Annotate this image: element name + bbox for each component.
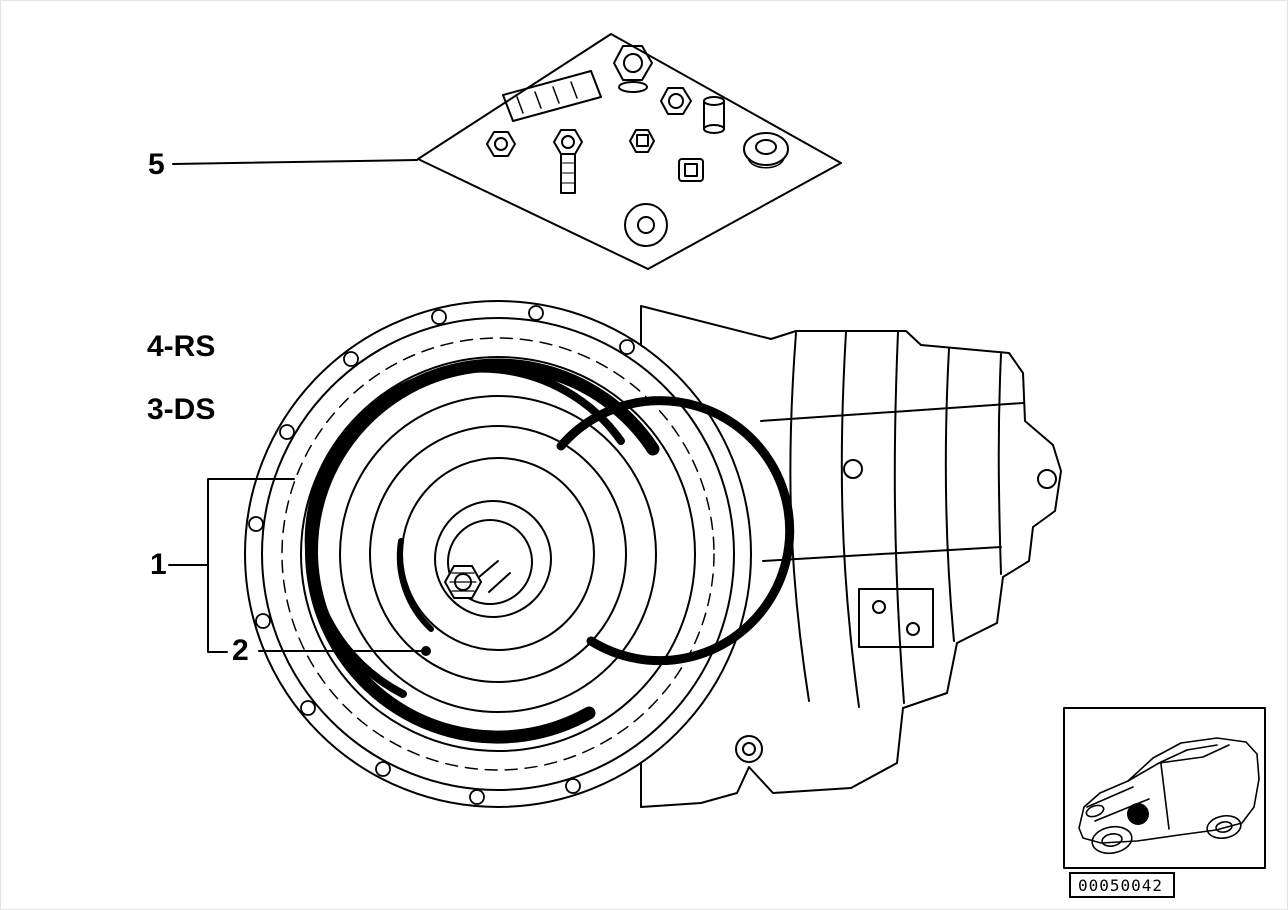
kit-outline [417, 33, 842, 270]
valve-body-block [858, 588, 934, 648]
callout-5[interactable]: 5 [148, 148, 165, 181]
flange-bolt-holes [248, 305, 635, 805]
diagram-number-box: 00050042 [1069, 872, 1175, 898]
kit-part-gasket-plate [502, 70, 602, 122]
callout-2[interactable]: 2 [232, 634, 249, 667]
kit-part-hex-plug-large [613, 45, 653, 93]
callout-1[interactable]: 1 [150, 548, 167, 581]
kit-part-hex-bolt-3 [553, 129, 583, 194]
kit-part-hex-bolt-2 [486, 131, 516, 157]
kit-part-cylinder-plug [703, 96, 725, 134]
car-icon [1078, 737, 1260, 855]
callout-4rs[interactable]: 4-RS [147, 330, 216, 363]
car-location-thumbnail [1063, 707, 1266, 869]
thumbnail-frame [1063, 707, 1266, 869]
input-shaft-illustration [434, 500, 552, 618]
kit-part-grommet [743, 132, 789, 169]
callout-line-5 [172, 159, 418, 165]
fastener-kit-illustration [417, 33, 842, 270]
location-dot [1127, 803, 1149, 825]
diagram-number: 00050042 [1078, 875, 1164, 895]
callout-3ds[interactable]: 3-DS [147, 393, 216, 426]
kit-part-seal-ring [624, 203, 668, 247]
bell-housing-illustration [244, 300, 795, 808]
callout-lines [168, 159, 431, 656]
kit-part-square-plug [678, 158, 704, 182]
kit-part-hex-bolt-4 [629, 129, 655, 153]
kit-part-hex-bolt-1 [660, 87, 692, 115]
callout-line-2-dot [421, 646, 431, 656]
output-shaft [1037, 469, 1057, 489]
